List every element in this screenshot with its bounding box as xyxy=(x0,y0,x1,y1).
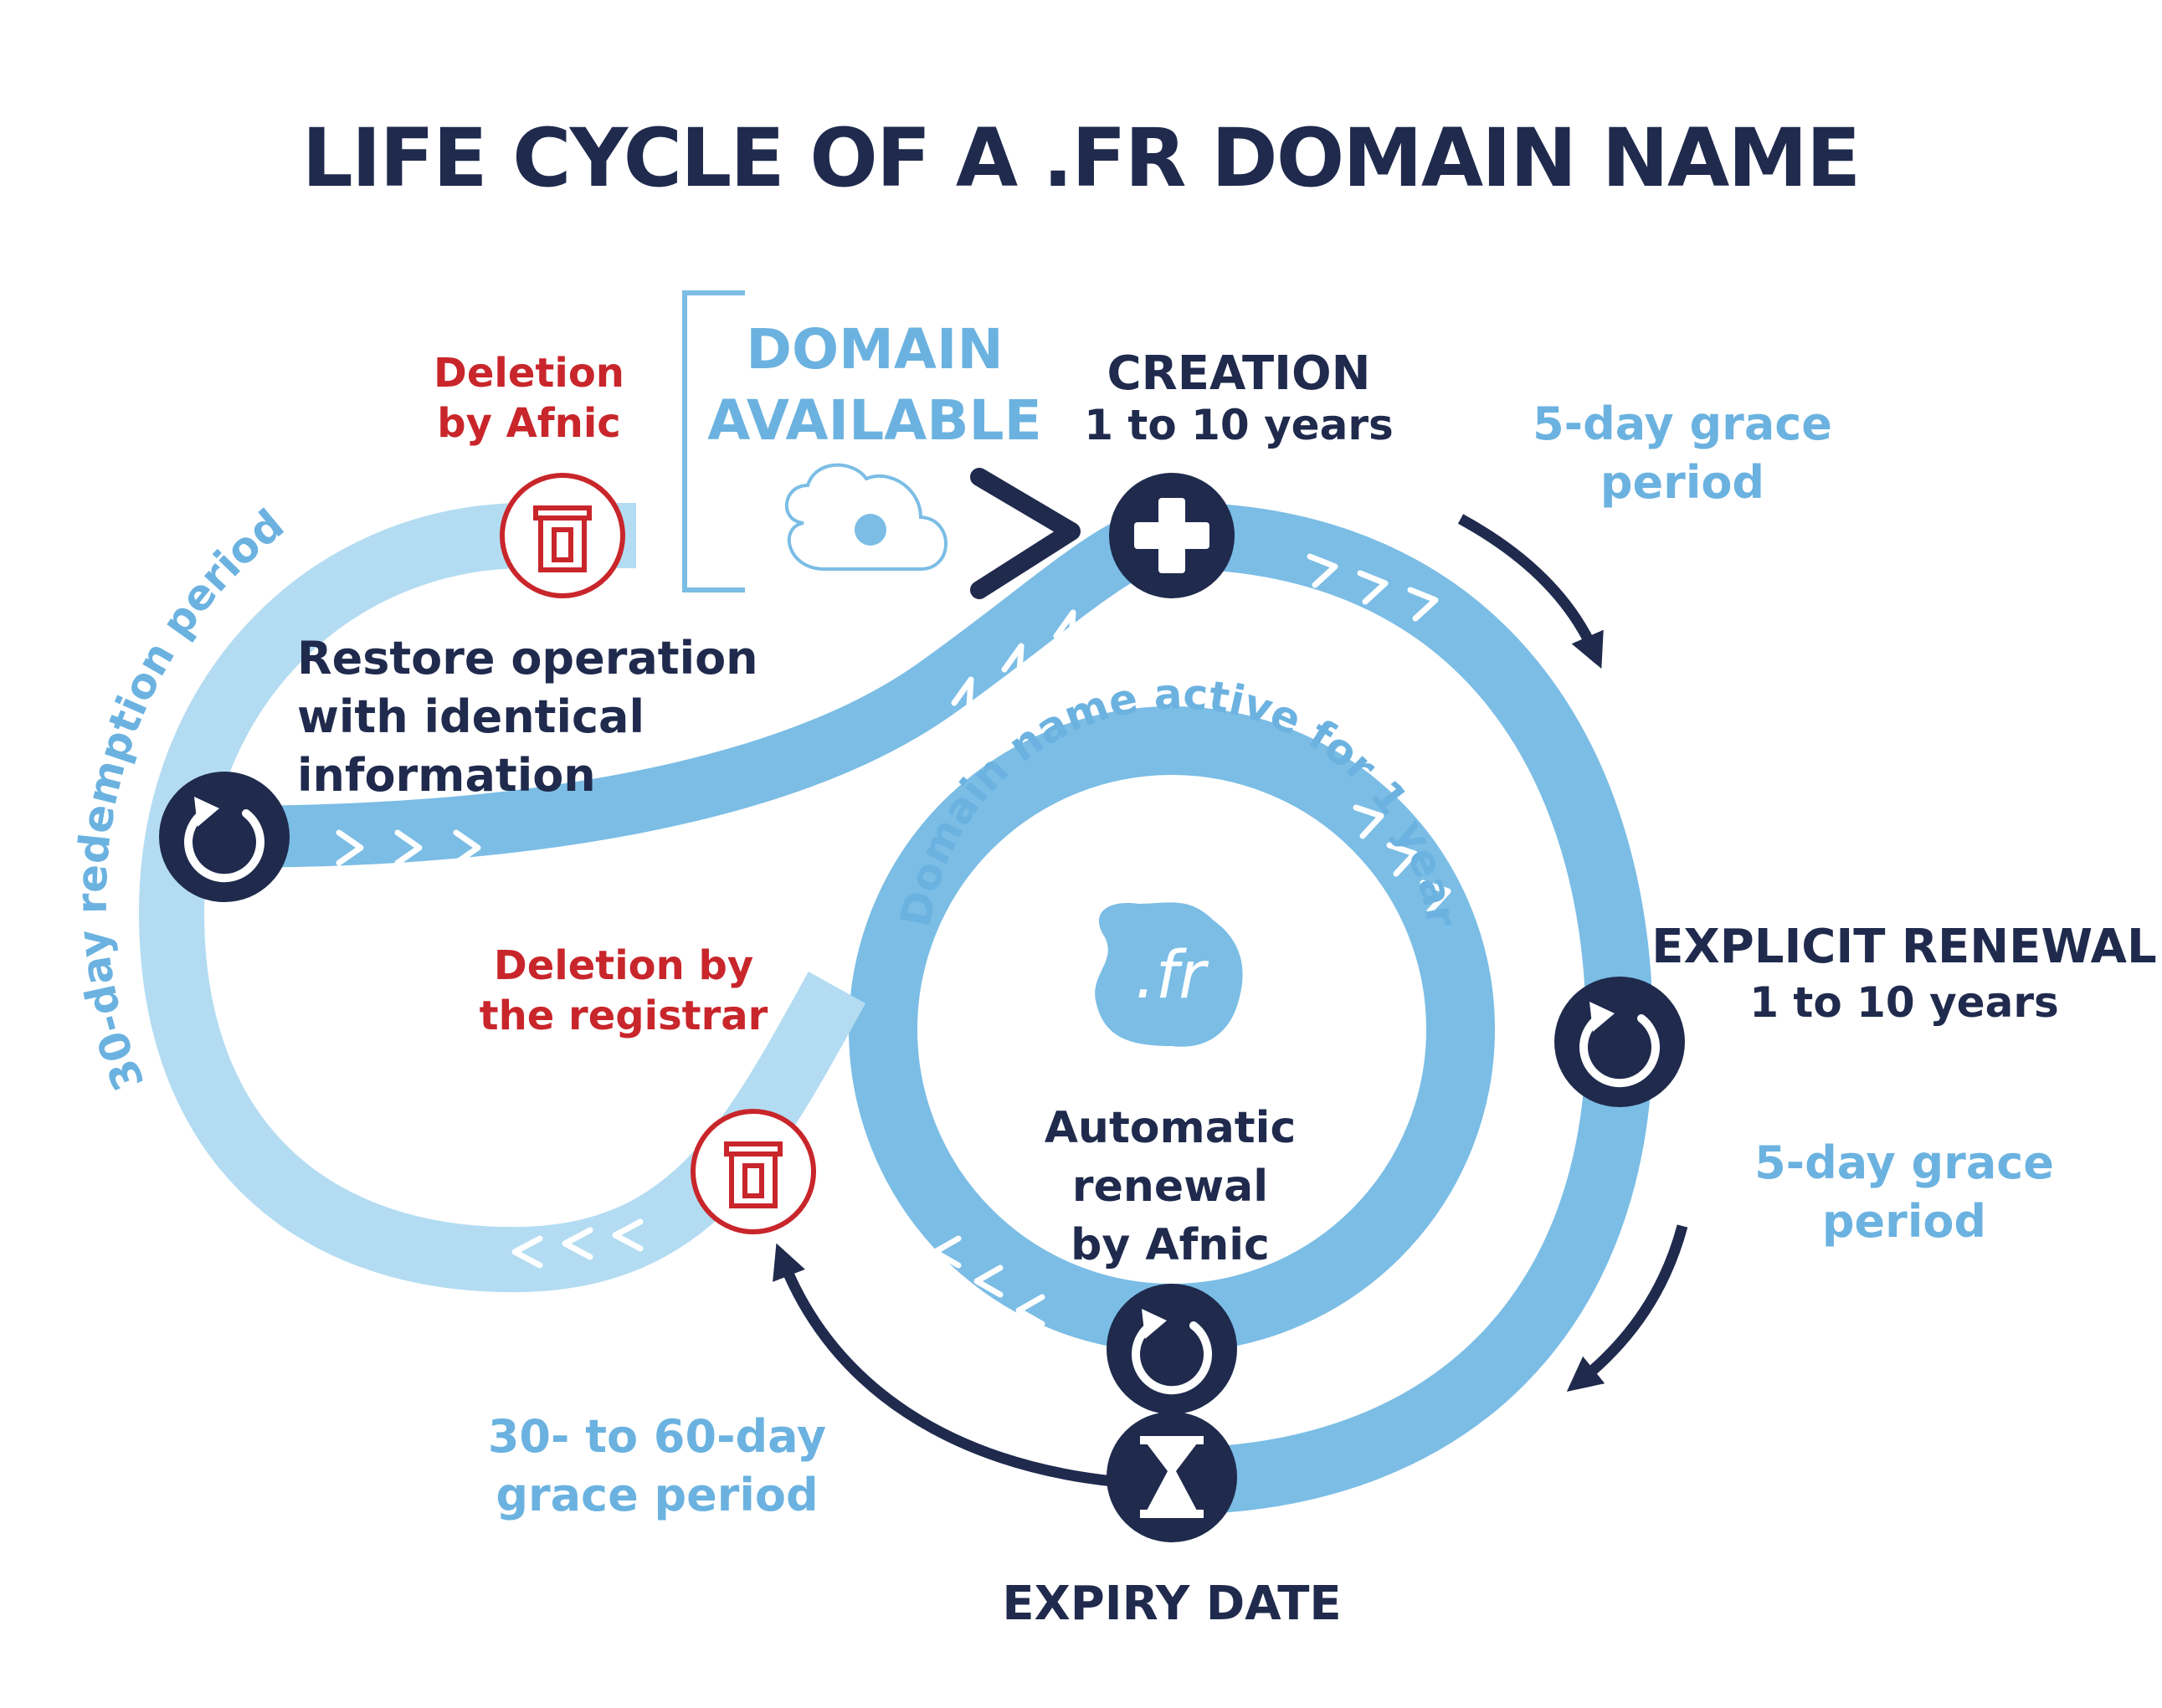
domain-available-bracket xyxy=(682,290,745,592)
available-to-creation-arrow xyxy=(970,468,1081,599)
explicit-renewal-duration: 1 to 10 years xyxy=(1749,978,2059,1027)
creation-label: CREATION xyxy=(1107,346,1371,401)
refresh-icon xyxy=(1132,1309,1212,1395)
automatic-renewal-line1: Automatic xyxy=(1045,1103,1297,1153)
expiry-to-deletion-arrow xyxy=(773,1243,1114,1487)
deletion-registrar-line1: Deletion by xyxy=(494,942,753,989)
deletion-registrar-line2: the registrar xyxy=(480,992,768,1039)
restore-track xyxy=(225,505,1174,868)
automatic-renewal-line3: by Afnic xyxy=(1071,1220,1270,1270)
explicit-renewal-node xyxy=(1554,977,1685,1107)
automatic-renewal-node xyxy=(1107,1284,1237,1414)
restore-line1: Restore operation xyxy=(297,632,758,685)
refresh-icon xyxy=(184,797,264,883)
trash-icon xyxy=(533,505,592,572)
creation-duration: 1 to 10 years xyxy=(1084,401,1394,449)
page-title: LIFE CYCLE OF A .FR DOMAIN NAME xyxy=(302,111,1860,205)
active-year-label: Domain name active for 1 year xyxy=(891,669,1466,931)
grace-arrow-bottom xyxy=(1566,1224,1688,1393)
grace-renewal-line2: period xyxy=(1822,1195,1986,1248)
expiry-label: EXPIRY DATE xyxy=(1002,1577,1341,1631)
trash-icon xyxy=(724,1141,783,1208)
cloud-icon xyxy=(784,463,947,571)
creation-node xyxy=(1109,473,1235,598)
hourglass-icon xyxy=(1140,1436,1204,1518)
restore-node xyxy=(159,772,290,902)
grace-expiry-line2: grace period xyxy=(496,1469,818,1521)
restore-line2: with identical xyxy=(297,690,644,743)
plus-icon xyxy=(1134,498,1209,573)
redemption-track xyxy=(138,502,866,1293)
deletion-afnic-line1: Deletion xyxy=(434,350,624,397)
fr-logo: .fr xyxy=(1095,902,1243,1047)
grace-expiry-line1: 30- to 60-day xyxy=(488,1410,826,1463)
restore-line3: information xyxy=(297,749,596,802)
refresh-icon xyxy=(1579,1002,1660,1088)
deletion-registrar-node xyxy=(691,1109,816,1234)
grace-renewal-line1: 5-day grace xyxy=(1754,1136,2054,1189)
explicit-renewal-label: EXPLICIT RENEWAL xyxy=(1651,920,2156,974)
domain-available-line2: AVAILABLE xyxy=(707,388,1041,453)
expiry-node xyxy=(1107,1412,1237,1542)
automatic-renewal-line2: renewal xyxy=(1072,1162,1268,1212)
deletion-afnic-node xyxy=(500,473,625,598)
fr-logo-text: .fr xyxy=(1135,938,1209,1013)
domain-available-line1: DOMAIN xyxy=(746,317,1003,382)
grace-creation-line1: 5-day grace xyxy=(1533,398,1832,450)
deletion-afnic-line2: by Afnic xyxy=(437,400,620,447)
grace-creation-line2: period xyxy=(1600,456,1764,509)
track-chevrons xyxy=(336,553,1451,1327)
grace-arrow-top xyxy=(1457,514,1604,669)
